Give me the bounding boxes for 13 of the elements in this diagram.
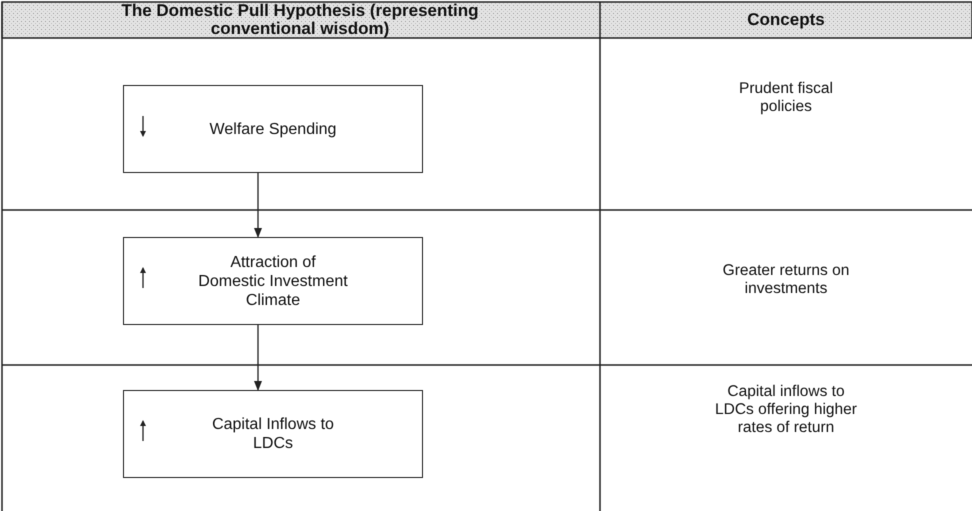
arrow	[254, 173, 262, 238]
concept-text: Greater returns on investments	[722, 262, 850, 298]
column-header: Concepts	[746, 9, 826, 31]
box-text: Attraction of Domestic Investment Climate	[198, 252, 348, 310]
concept-text: Prudent fiscal policies	[738, 80, 834, 116]
box-text: Welfare Spending	[208, 120, 338, 138]
concept-text: Capital inflows to LDCs offering higher rates of return	[714, 383, 858, 437]
process-box	[123, 85, 423, 173]
column-header: The Domestic Pull Hypothesis (representing conventional wisdom)	[120, 2, 480, 38]
process-box	[123, 390, 423, 478]
arrow	[254, 325, 262, 391]
process-box	[123, 237, 423, 325]
box-text: Capital Inflows to LDCs	[211, 415, 335, 453]
